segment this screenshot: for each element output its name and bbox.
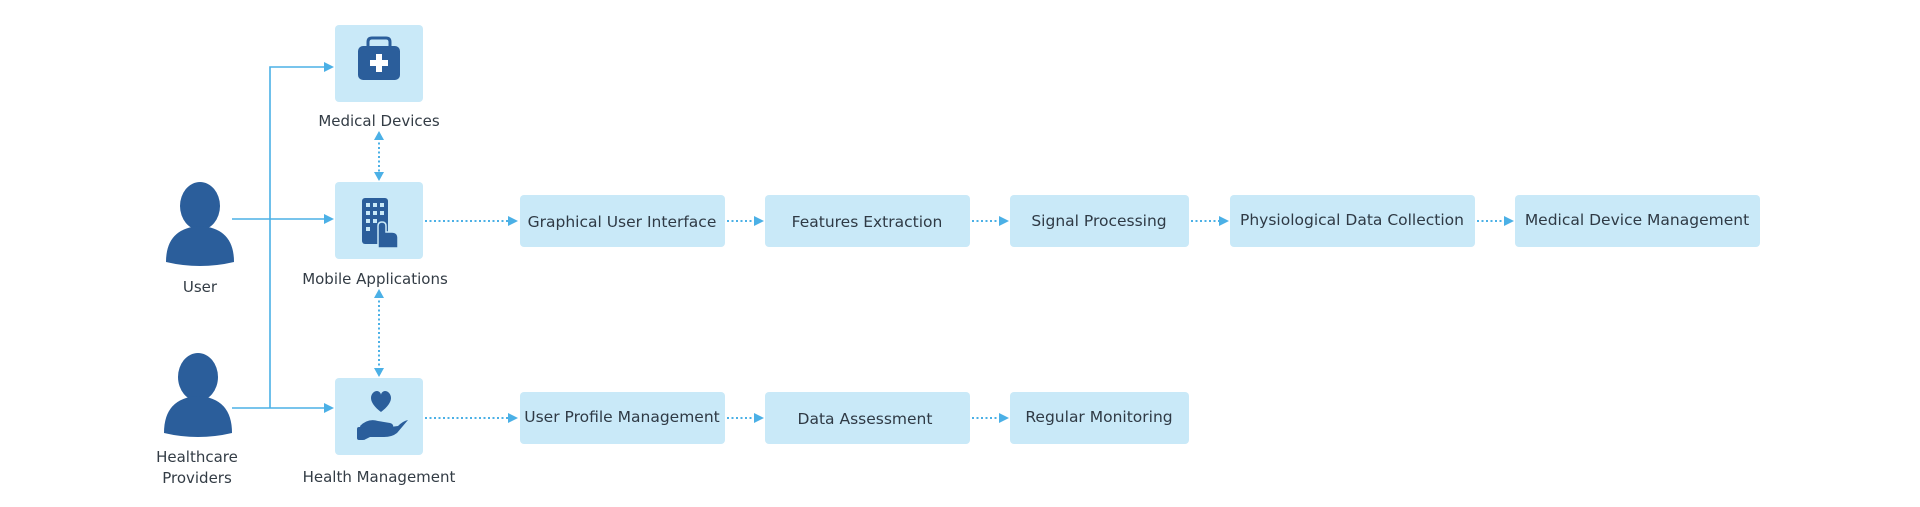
actor-connectors bbox=[232, 62, 334, 413]
mobile-app-icon bbox=[362, 198, 399, 249]
heart-hand-icon bbox=[357, 391, 408, 440]
flow-node-user-profile-management: User Profile Management bbox=[520, 392, 725, 444]
node-label: Features Extraction bbox=[792, 213, 943, 231]
node-label: User Profile Management bbox=[524, 408, 719, 426]
user-actor: User bbox=[166, 182, 234, 296]
medical-devices-label: Medical Devices bbox=[318, 112, 440, 130]
person-icon bbox=[166, 182, 234, 266]
health-management-label: Health Management bbox=[303, 468, 456, 486]
person-icon bbox=[164, 353, 232, 437]
node-label: Physiological Data Collection bbox=[1240, 211, 1464, 229]
flow-bottom: User Profile Management Data Assessment … bbox=[425, 392, 1189, 444]
medical-kit-icon bbox=[358, 36, 400, 80]
hub-links bbox=[374, 131, 384, 377]
node-label: Signal Processing bbox=[1031, 212, 1166, 230]
hub-mobile-applications: Mobile Applications bbox=[302, 182, 448, 288]
node-label: Regular Monitoring bbox=[1025, 408, 1172, 426]
flow-node-physiological-data-collection: Physiological Data Collection bbox=[1230, 195, 1475, 247]
user-label: User bbox=[183, 278, 218, 296]
flow-node-graphical-user-interface: Graphical User Interface bbox=[520, 195, 725, 247]
flow-node-features-extraction: Features Extraction bbox=[765, 195, 970, 247]
flow-node-data-assessment: Data Assessment bbox=[765, 392, 970, 444]
flow-node-signal-processing: Signal Processing bbox=[1010, 195, 1189, 247]
hub-health-management: Health Management bbox=[303, 378, 456, 486]
flow-node-regular-monitoring: Regular Monitoring bbox=[1010, 392, 1189, 444]
hub-medical-devices: Medical Devices bbox=[318, 25, 440, 130]
flow-top: Graphical User Interface Features Extrac… bbox=[425, 195, 1760, 247]
flow-node-medical-device-management: Medical Device Management bbox=[1515, 195, 1760, 247]
providers-label-line1: Healthcare bbox=[156, 448, 238, 466]
node-label: Graphical User Interface bbox=[528, 213, 717, 231]
node-label: Data Assessment bbox=[798, 410, 933, 428]
mobile-applications-label: Mobile Applications bbox=[302, 270, 448, 288]
providers-label-line2: Providers bbox=[162, 469, 232, 487]
healthcare-providers-actor: Healthcare Providers bbox=[156, 353, 238, 487]
node-label: Medical Device Management bbox=[1525, 211, 1749, 229]
